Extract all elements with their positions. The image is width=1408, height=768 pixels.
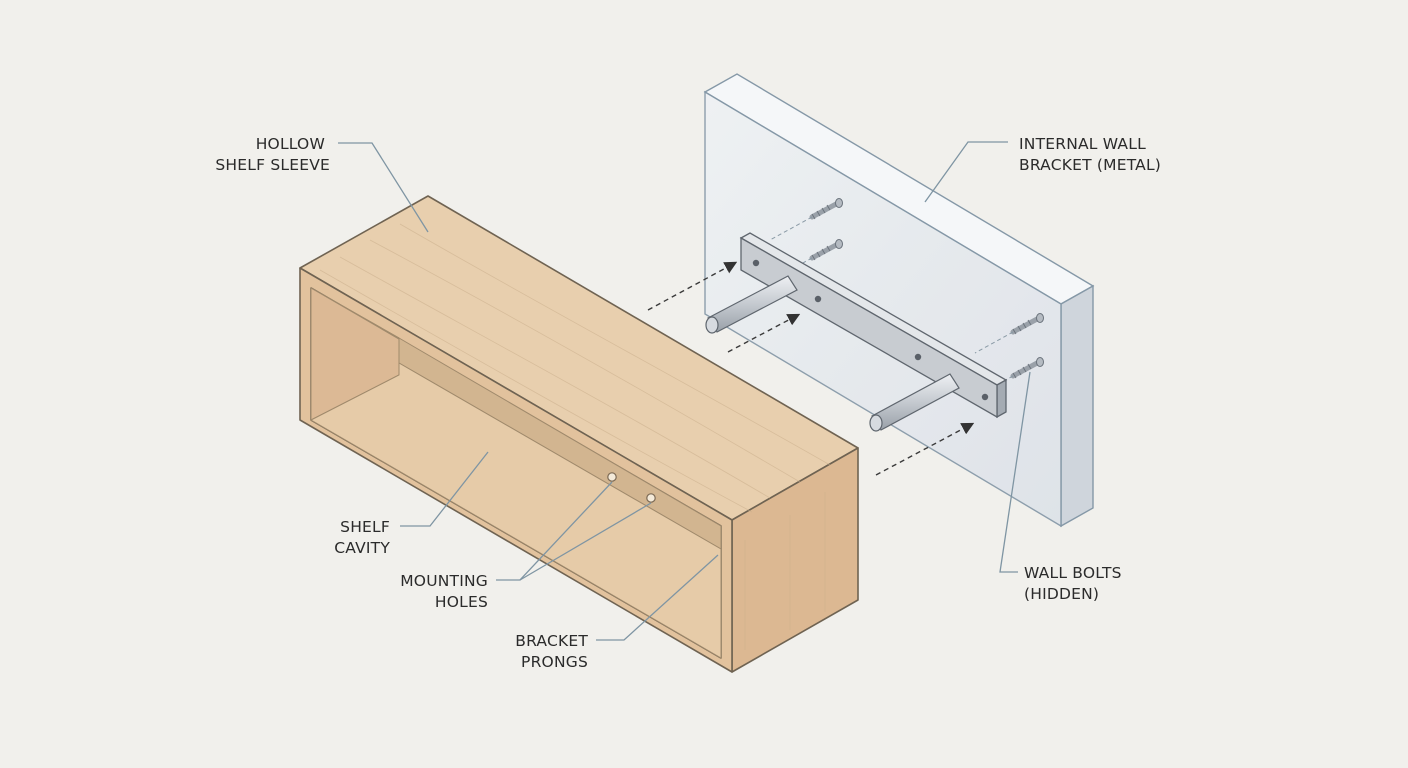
leader-mounting-holes-2 [519, 502, 652, 581]
svg-text:PRONGS: PRONGS [521, 653, 588, 671]
svg-text:SHELF: SHELF [340, 518, 390, 536]
svg-text:BRACKET (METAL): BRACKET (METAL) [1019, 156, 1161, 174]
svg-text:HOLES: HOLES [435, 593, 488, 611]
assembly-arrows [647, 261, 975, 476]
label-hollow-shelf-sleeve: HOLLOW SHELF SLEEVE [215, 135, 330, 174]
mounting-holes [607, 472, 656, 503]
bracket-prong-1 [705, 275, 798, 334]
leader-shelf-cavity [400, 451, 489, 527]
svg-text:WALL BOLTS: WALL BOLTS [1024, 564, 1122, 582]
svg-text:INTERNAL WALL: INTERNAL WALL [1019, 135, 1146, 153]
svg-text:MOUNTING: MOUNTING [400, 572, 488, 590]
bracket-plate-holes [752, 259, 989, 401]
metal-bracket [739, 232, 1008, 419]
leader-bracket-prongs [596, 554, 719, 641]
label-bracket-prongs: BRACKET PRONGS [515, 632, 588, 671]
label-wall-bolts: WALL BOLTS (HIDDEN) [1024, 564, 1122, 603]
svg-text:HOLLOW: HOLLOW [256, 135, 325, 153]
label-mounting-holes: MOUNTING HOLES [400, 572, 488, 611]
label-internal-wall-bracket: INTERNAL WALL BRACKET (METAL) [1019, 135, 1161, 174]
leader-wall-bolts [999, 371, 1031, 573]
wall-bolts [769, 198, 1044, 385]
leader-internal-wall-bracket [924, 141, 1008, 203]
svg-text:BRACKET: BRACKET [515, 632, 588, 650]
svg-text:CAVITY: CAVITY [334, 539, 390, 557]
svg-text:SHELF SLEEVE: SHELF SLEEVE [215, 156, 330, 174]
svg-text:(HIDDEN): (HIDDEN) [1024, 585, 1099, 603]
wood-grain [319, 223, 831, 650]
wall-bolt-1 [809, 198, 843, 220]
leader-hollow-shelf-sleeve [338, 142, 429, 233]
shelf-sleeve [299, 195, 859, 673]
mounting-hole-1 [607, 472, 617, 482]
wall-bolt-4 [1010, 357, 1044, 379]
label-shelf-cavity: SHELF CAVITY [334, 518, 390, 557]
bracket-prong-2 [869, 373, 960, 432]
wall-bolt-2 [809, 239, 843, 261]
wall-bolt-3 [1010, 313, 1044, 335]
mounting-hole-2 [646, 493, 656, 503]
leader-lines [338, 141, 1031, 641]
